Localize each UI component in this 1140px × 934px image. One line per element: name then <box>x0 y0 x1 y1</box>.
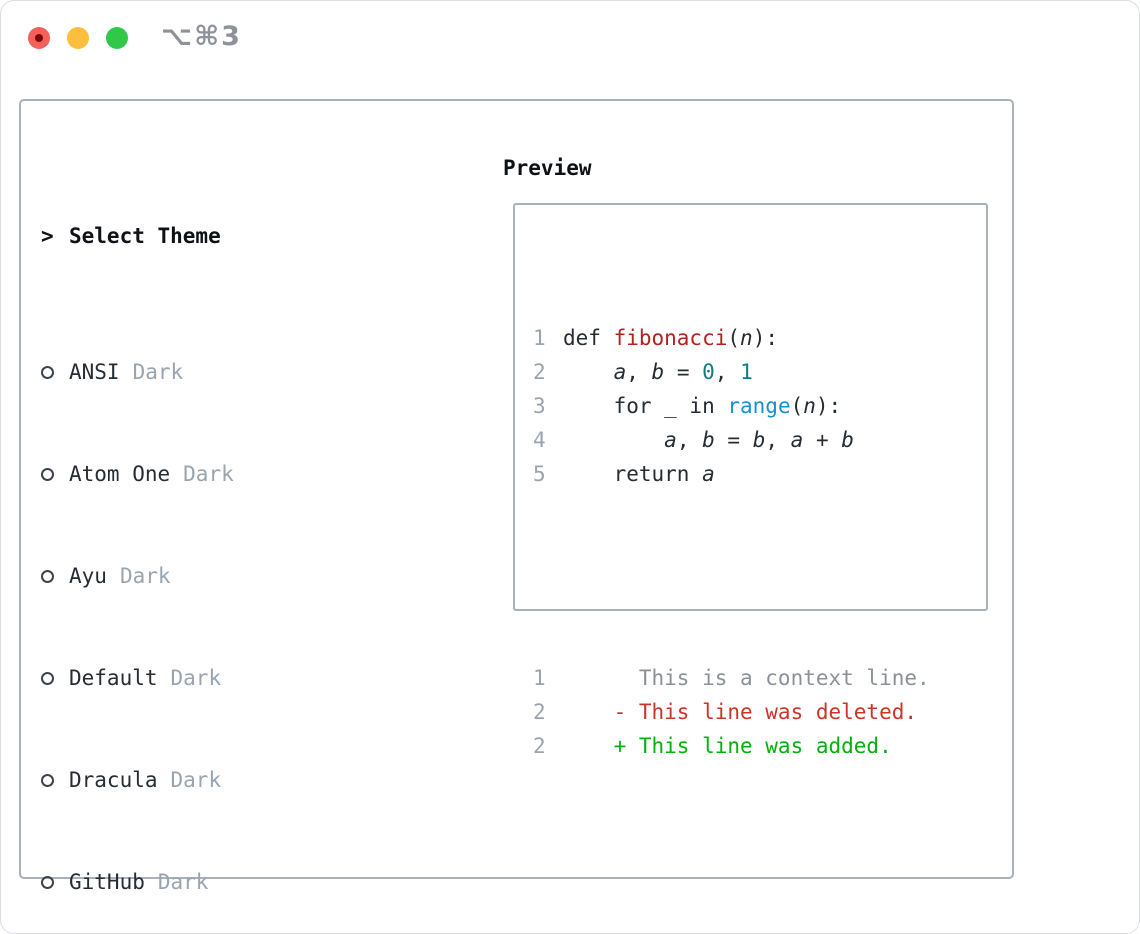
code-line: 2 - This line was deleted. <box>533 695 986 729</box>
radio-icon <box>41 467 54 481</box>
theme-option-ayu-dark[interactable]: Ayu Dark <box>41 559 395 593</box>
minimize-button-icon[interactable] <box>67 27 89 49</box>
radio-icon <box>41 569 54 583</box>
code-line: 2 + This line was added. <box>533 729 986 763</box>
radio-icon <box>41 365 54 379</box>
code-line: 2 a, b = 0, 1 <box>533 355 986 389</box>
zoom-button-icon[interactable] <box>106 27 128 49</box>
code-line: 4 a, b = b, a + b <box>533 423 986 457</box>
line-number: 3 <box>533 394 546 418</box>
code-line: 3 for _ in range(n): <box>533 389 986 423</box>
radio-icon <box>41 773 54 787</box>
line-number: 5 <box>533 462 546 486</box>
title-bar: ⌥⌘3 <box>1 1 1139 77</box>
theme-option-ansi-dark[interactable]: ANSI Dark <box>41 355 395 389</box>
theme-option-github-dark[interactable]: GitHub Dark <box>41 865 395 899</box>
main-panel: > Select Theme ANSI Dark Atom One Dark A… <box>19 99 1014 894</box>
preview-title: Preview <box>503 156 592 180</box>
theme-picker-header: > Select Theme <box>41 219 395 253</box>
line-number: 4 <box>533 428 546 452</box>
theme-option-dracula-dark[interactable]: Dracula Dark <box>41 763 395 797</box>
theme-picker: > Select Theme ANSI Dark Atom One Dark A… <box>41 151 395 933</box>
window-title-shortcut: ⌥⌘3 <box>161 21 242 52</box>
radio-icon <box>41 671 54 685</box>
code-line: 5 return a <box>533 457 986 491</box>
radio-icon <box>41 875 54 889</box>
line-number: 1 <box>533 666 546 690</box>
line-number: 2 <box>533 360 546 384</box>
theme-option-atom-one-dark[interactable]: Atom One Dark <box>41 457 395 491</box>
code-preview-diff: 1 This is a context line.2 - This line w… <box>533 661 986 763</box>
line-number: 1 <box>533 326 546 350</box>
line-number: 2 <box>533 700 546 724</box>
theme-option-default-dark[interactable]: Default Dark <box>41 661 395 695</box>
pointer-icon: > <box>41 224 54 248</box>
line-number: 2 <box>533 734 546 758</box>
code-line: 1 This is a context line. <box>533 661 986 695</box>
close-button-icon[interactable] <box>28 27 50 49</box>
page-title: Select Theme <box>69 224 221 248</box>
